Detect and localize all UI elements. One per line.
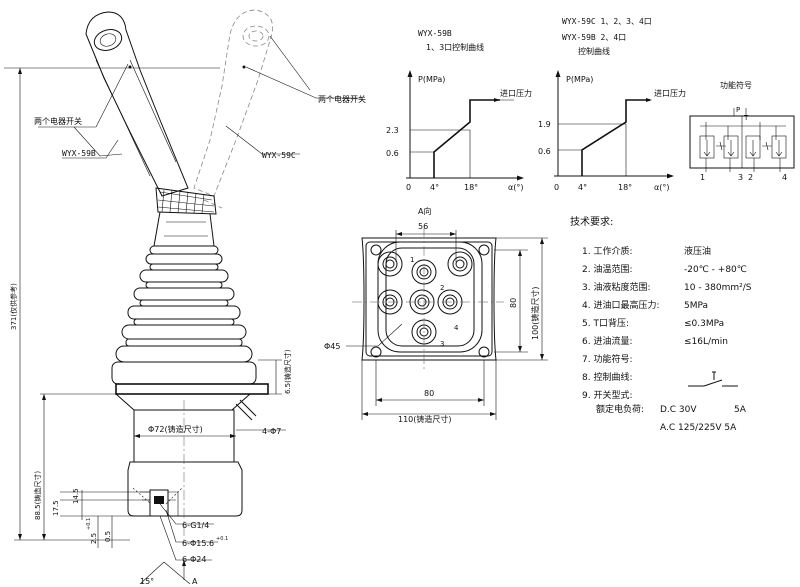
- tech-row-1-val: 液压油: [684, 247, 712, 257]
- valve-body: [127, 400, 243, 540]
- view-a-port-4: 4: [454, 324, 459, 332]
- label-two-switches-right: 两个电器开关: [318, 94, 366, 104]
- dim-6-g14: 6-G1/4: [182, 521, 209, 530]
- curve-b-x0: 0: [406, 183, 411, 192]
- mount-flange: [115, 383, 269, 395]
- tech-row-2-val: -20℃ - +80℃: [684, 265, 747, 275]
- symbol-port-2: 2: [748, 173, 753, 182]
- tech-row-3-key: 3. 油液粘度范围:: [582, 283, 651, 293]
- curve-c-annotation: 进口压力: [654, 88, 686, 98]
- tech-row-7-key: 7. 功能符号:: [582, 355, 633, 365]
- dim-4-phi7: 4-Φ7: [262, 427, 281, 436]
- curve-c-desc: 控制曲线: [578, 46, 610, 56]
- label-two-switches-left: 两个电器开关: [34, 116, 82, 126]
- joystick-drawing: [4, 9, 362, 585]
- tech-row-1-key: 1. 工作介质:: [582, 247, 633, 257]
- symbol-p: P: [736, 106, 740, 114]
- symbol-title: 功能符号: [720, 80, 752, 90]
- curve-b-annotation: 进口压力: [500, 88, 532, 98]
- symbol-t: T: [743, 114, 749, 122]
- tech-row-5-key: 5. T口背压:: [582, 319, 629, 329]
- view-a-h80: 80: [509, 298, 518, 308]
- function-symbol: [689, 108, 795, 172]
- tech-rated-load: 额定电负荷:: [596, 405, 645, 415]
- dim-25-tol: +0.1: [86, 518, 92, 530]
- bellows: [111, 245, 257, 385]
- symbol-port-4: 4: [782, 173, 787, 182]
- tech-dc-amp: 5A: [734, 405, 746, 415]
- view-a-w110: 110(铸造尺寸): [398, 414, 452, 424]
- curve-c-xlabel: α(°): [654, 183, 670, 192]
- dim-6-phi24: 6-Φ24: [182, 555, 206, 564]
- dim-phi72: Φ72(铸造尺寸): [148, 424, 203, 434]
- curve-c-y-low: 0.6: [538, 147, 551, 156]
- curve-c-y-high: 1.9: [538, 120, 551, 129]
- tech-title: 技术要求:: [570, 217, 614, 228]
- curve-b-y-low: 0.6: [386, 149, 399, 158]
- curve-c-ylabel: P(MPa): [566, 75, 593, 84]
- tech-row-4-key: 4. 进油口最高压力:: [582, 301, 660, 311]
- view-a-port-1: 1: [410, 256, 414, 264]
- dim-6-phi156: 6-Φ15.6: [182, 539, 214, 548]
- view-a-port-2: 2: [440, 284, 444, 292]
- valve-cell-right: [745, 135, 787, 159]
- tech-row-6-key: 6. 进油流量:: [582, 337, 633, 347]
- dim-885: 88.5(铸造尺寸): [33, 471, 42, 520]
- tech-ac: A.C 125/225V 5A: [660, 423, 737, 433]
- curve-c-x2: 18°: [618, 183, 632, 192]
- view-a-phi45: Φ45: [324, 342, 340, 351]
- view-arrow-a: A: [192, 577, 198, 586]
- curve-b-desc: 1、3口控制曲线: [426, 42, 484, 52]
- tech-row-6-val: ≤16L/min: [684, 337, 729, 347]
- view-a-title: A向: [418, 206, 431, 216]
- view-a-w56: 56: [418, 222, 428, 231]
- handle-59c: [193, 9, 274, 209]
- label-model-59c: WYX-59C: [262, 151, 296, 160]
- curve-b-ylabel: P(MPa): [418, 75, 445, 84]
- dim-6-phi156-tol: +0.1: [216, 536, 228, 542]
- view-a-port-3: 3: [440, 340, 444, 348]
- curve-c-chart: [554, 70, 674, 179]
- symbol-port-1: 1: [700, 173, 705, 182]
- dim-175: 17.5: [52, 500, 60, 516]
- collar: [155, 187, 217, 215]
- curve-c-title-b: WYX-59B 2、4口: [562, 33, 626, 42]
- dim-145: 14.5: [72, 488, 80, 504]
- tech-row-5-val: ≤0.3MPa: [684, 319, 725, 329]
- dim-25: 2.5: [90, 533, 98, 544]
- curve-b-x1: 4°: [430, 183, 439, 192]
- tech-row-9-key: 9. 开关型式:: [582, 391, 633, 401]
- dim-65: 6.5(铸造尺寸): [283, 349, 292, 394]
- valve-cell-left: [699, 135, 739, 159]
- tech-dc: D.C 30V: [660, 405, 697, 415]
- curve-b-chart: [406, 70, 524, 181]
- dim-05: 0.5: [104, 531, 112, 542]
- handle-59b: [85, 11, 189, 197]
- view-a-w80: 80: [424, 389, 434, 398]
- label-model-59b: WYX-59B: [62, 149, 96, 158]
- curve-b-model: WYX-59B: [418, 29, 452, 38]
- dim-angle-15: 15°: [140, 577, 154, 586]
- switch-symbol: [688, 371, 738, 387]
- curve-c-x0: 0: [554, 183, 559, 192]
- curve-c-title-c: WYX-59C 1、2、3、4口: [562, 17, 652, 26]
- dim-overall-height: 371(仅供参考): [9, 283, 18, 330]
- tech-row-4-val: 5MPa: [684, 301, 709, 311]
- tech-row-2-key: 2. 油温范围:: [582, 265, 633, 275]
- view-a-drawing: [346, 228, 548, 420]
- curve-b-xlabel: α(°): [508, 183, 524, 192]
- tech-row-8-key: 8. 控制曲线:: [582, 373, 633, 383]
- curve-b-y-high: 2.3: [386, 126, 399, 135]
- curve-b-x2: 18°: [464, 183, 478, 192]
- symbol-port-3: 3: [738, 173, 743, 182]
- curve-c-x1: 4°: [578, 183, 587, 192]
- tech-row-3-val: 10 - 380mm²/S: [684, 283, 752, 293]
- view-a-h100: 100(铸造尺寸): [530, 286, 540, 340]
